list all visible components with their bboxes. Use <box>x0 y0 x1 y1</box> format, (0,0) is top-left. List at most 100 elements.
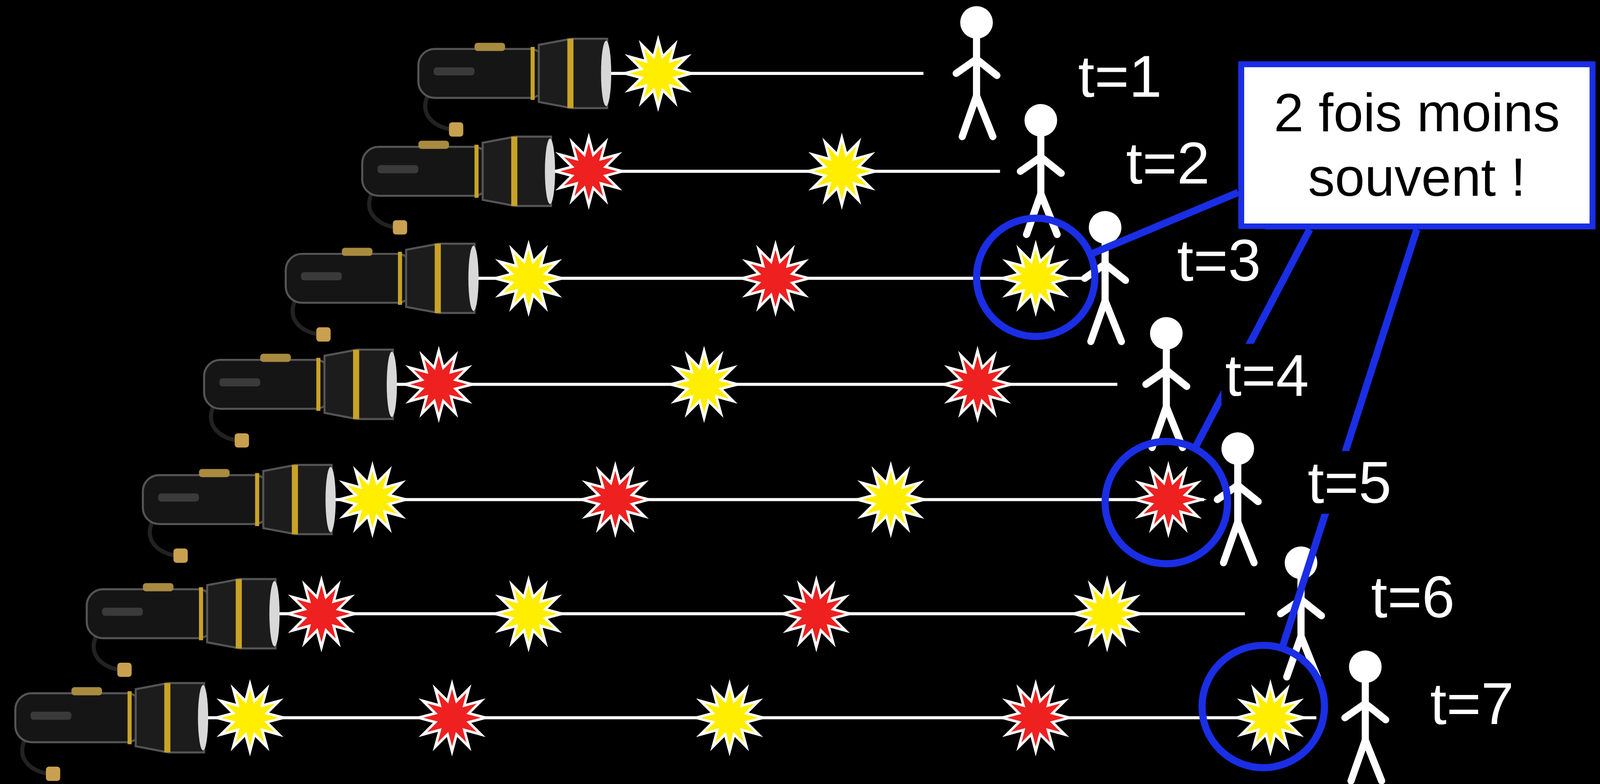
figure-arms <box>1280 599 1322 617</box>
figure-head <box>1024 104 1058 137</box>
strap-clip <box>393 220 408 235</box>
flashlight <box>15 683 209 782</box>
red-flash <box>742 244 810 313</box>
flashlight-switch <box>199 468 230 478</box>
flashlight <box>142 464 336 563</box>
yellow-flash <box>807 137 876 205</box>
flashlight-band <box>434 243 441 314</box>
strap-clip <box>173 548 188 564</box>
flashlight-band <box>199 587 204 641</box>
flashlight-band <box>398 251 403 305</box>
light-ray <box>331 498 1205 502</box>
flashlight-body <box>15 693 144 743</box>
time-label: t=2 <box>1122 131 1214 195</box>
flashlight-strap <box>425 93 452 130</box>
flashlight-logo <box>377 165 419 174</box>
flashlight-logo <box>102 608 144 617</box>
strap-clip <box>234 433 249 448</box>
flashlight-lens <box>386 351 397 418</box>
flashlight-band <box>511 136 518 207</box>
flashlight <box>285 243 479 342</box>
strap-clip <box>448 122 464 137</box>
flashlight-body <box>86 589 215 639</box>
figure-arms <box>1020 157 1062 174</box>
flashlight-strap <box>93 634 120 671</box>
flashlight-logo <box>158 493 200 502</box>
time-label: t=3 <box>1173 229 1265 292</box>
yellow-flash <box>1001 244 1070 313</box>
red-flash <box>1134 466 1202 534</box>
highlight-circle <box>976 218 1095 337</box>
figure-head <box>1088 211 1122 245</box>
red-flash <box>1001 684 1070 752</box>
flashlight-logo <box>300 272 342 281</box>
flashlight-strap <box>149 520 176 557</box>
time-label: t=1 <box>1074 44 1166 108</box>
figure-head <box>1150 317 1183 350</box>
flashlight-lens <box>468 245 479 312</box>
strap-clip <box>316 327 331 342</box>
flashlight-band <box>474 144 479 199</box>
red-flash <box>287 580 355 648</box>
red-flash <box>404 350 473 419</box>
flashlight-band <box>567 38 574 109</box>
callout-text: 2 fois moins souvent ! <box>1257 80 1576 210</box>
red-flash <box>555 137 623 205</box>
flashlight-band <box>235 579 242 649</box>
flashlight-body <box>362 146 490 196</box>
yellow-flash <box>695 684 763 752</box>
flashlight-switch <box>418 140 449 150</box>
yellow-flash <box>494 244 563 313</box>
figure-legs <box>1350 740 1382 782</box>
flashlight <box>204 349 397 448</box>
yellow-flash <box>338 466 407 534</box>
figure-head <box>1221 432 1255 466</box>
flashlight-band <box>316 358 321 412</box>
flashlight <box>418 38 612 137</box>
flashlight-switch <box>260 353 291 363</box>
flashlight-head <box>207 579 276 649</box>
flashlight-strap <box>210 404 237 441</box>
flashlight-body <box>285 254 414 304</box>
flashlight-strap <box>22 738 49 775</box>
yellow-flash <box>624 39 692 108</box>
flashlight-band <box>530 46 535 100</box>
flashlight-band <box>164 683 171 753</box>
yellow-flash <box>1073 580 1141 648</box>
flashlight-lens <box>325 467 336 533</box>
strap-clip <box>117 662 132 678</box>
flashlight-switch <box>341 247 373 256</box>
strap-clip <box>45 767 60 782</box>
flashlight-strap <box>368 191 395 228</box>
figure-arms <box>1146 370 1187 387</box>
highlight-circle <box>1201 645 1325 768</box>
stick-figure <box>956 5 997 137</box>
flashlight-band <box>127 691 132 745</box>
flashlight-lens <box>198 685 209 751</box>
callout-box: 2 fois moins souvent ! <box>1238 61 1596 230</box>
figure-head <box>1349 650 1382 684</box>
flashlight-body <box>418 49 547 99</box>
figure-legs <box>1223 522 1254 564</box>
flashlight-body <box>204 359 332 409</box>
flashlight-logo <box>219 378 261 387</box>
yellow-flash <box>1236 684 1305 752</box>
stick-figure <box>1146 317 1187 448</box>
figure-arms <box>956 59 997 76</box>
flashlight-head <box>538 38 608 109</box>
red-flash <box>581 466 649 534</box>
yellow-flash <box>494 580 563 648</box>
flashlight-lens <box>601 40 612 107</box>
time-label: t=7 <box>1426 672 1518 736</box>
flashlight-switch <box>474 42 505 51</box>
figure-legs <box>1090 300 1122 342</box>
figure-arms <box>1345 703 1386 721</box>
time-label: t=5 <box>1304 451 1396 514</box>
figure-legs <box>1026 193 1057 235</box>
flashlight-switch <box>71 687 102 696</box>
flashlight-lens <box>269 581 280 647</box>
time-label: t=6 <box>1367 565 1459 629</box>
red-flash <box>418 684 486 752</box>
figure-legs <box>962 95 993 137</box>
flashlight-band <box>291 464 298 535</box>
